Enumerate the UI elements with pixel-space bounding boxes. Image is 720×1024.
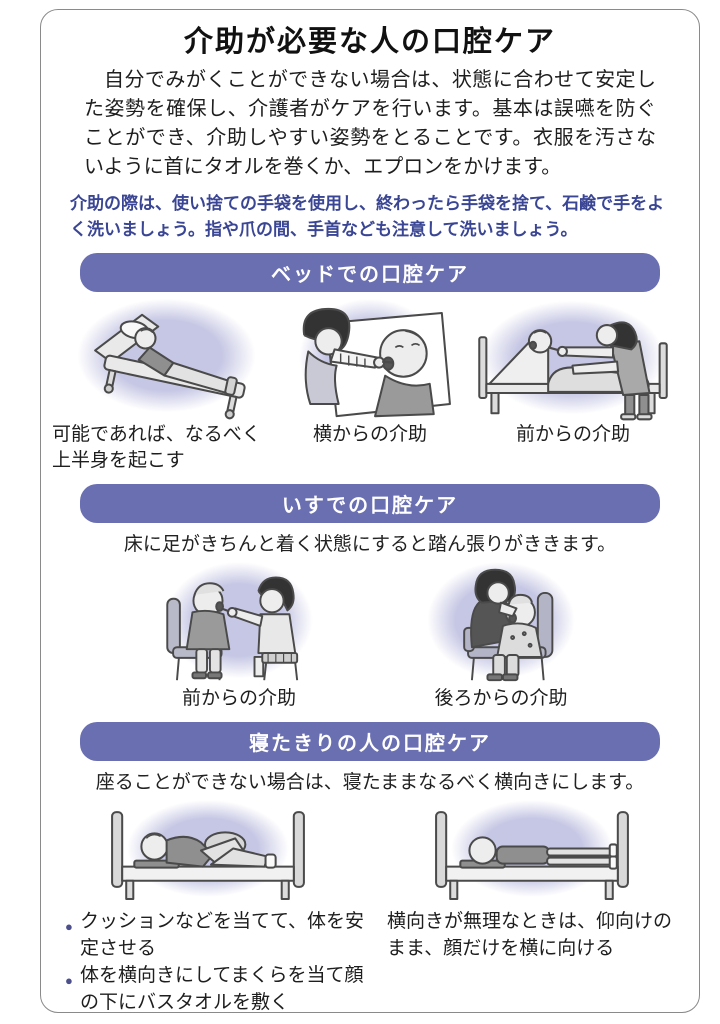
figure-caption: 後ろからの介助 [434,688,568,709]
figure-lying-on-back [382,798,682,904]
bed-lying-on-back-illustration [435,800,629,900]
figure-caption: 可能であれば、なるべく上半身を起こす [52,424,261,471]
bedridden-notes-row: ● クッションなどを当てて、体を安定させる ● 体を横向きにしてまくらを当て顔の… [65,908,675,1016]
bedridden-bullet-list: ● クッションなどを当てて、体を安定させる ● 体を横向きにしてまくらを当て顔の… [65,908,365,1016]
reclining-bed-illustration [77,298,256,420]
page-title: 介助が必要な人の口腔ケア [183,26,556,58]
intro-paragraph: 自分でみがくことができない場合は、状態に合わせて安定した姿勢を確保し、介護者がケ… [84,69,656,178]
list-item: ● クッションなどを当てて、体を安定させる [65,908,365,962]
figure-caption: 前からの介助 [515,424,630,445]
leaflet-page: 介助が必要な人の口腔ケア 自分でみがくことができない場合は、状態に合わせて安定し… [40,9,700,1013]
figure-front-assist-bed: 前からの介助 [458,294,688,448]
bedridden-lead-text: 座ることができない場合は、寝たままなるべく横向きにします。 [95,772,645,793]
hygiene-note: 介助の際は、使い捨ての手袋を使用し、終わったら手袋を捨て、石鹸で手をよく洗いまし… [70,194,665,239]
figure-chair-front: 前からの介助 [134,560,344,712]
list-item: ● 体を横向きにしてまくらを当て顔の下にバスタオルを敷く [65,962,365,1016]
section-heading-bed: ベッドでの口腔ケア [80,253,660,292]
bedridden-right-note: 横向きが無理なときは、仰向けのまま、顔だけを横に向ける [387,911,673,959]
section-heading-bedridden: 寝たきりの人の口腔ケア [80,722,660,761]
bed-care-from-front-illustration [478,300,668,421]
bullet-icon: ● [65,919,73,934]
figure-lying-on-side [58,798,358,904]
bullet-text: 体を横向きにしてまくらを当て顔の下にバスタオルを敷く [80,965,364,1013]
bed-figures-row: 可能であれば、なるべく上半身を起こす [46,294,694,474]
bedridden-figures-row [46,798,694,904]
chair-lead-text: 床に足がきちんと着く状態にすると踏ん張りがききます。 [123,534,617,555]
figure-chair-behind: 後ろからの介助 [396,560,606,712]
chair-figures-row: 前からの介助 [46,560,694,712]
bed-lying-on-side-illustration [111,800,305,900]
bullet-icon: ● [65,973,73,988]
figure-caption: 横からの介助 [312,424,427,445]
figure-side-assist: 横からの介助 [282,294,458,448]
figure-reclining-bed: 可能であれば、なるべく上半身を起こす [52,294,282,474]
section-heading-chair: いすでの口腔ケア [80,484,660,523]
figure-caption: 前からの介助 [181,688,296,709]
chair-care-from-front-illustration [165,561,313,681]
bullet-text: クッションなどを当てて、体を安定させる [80,911,365,959]
chair-care-from-behind-illustration [427,561,575,682]
bedside-care-from-side-illustration [299,298,451,418]
